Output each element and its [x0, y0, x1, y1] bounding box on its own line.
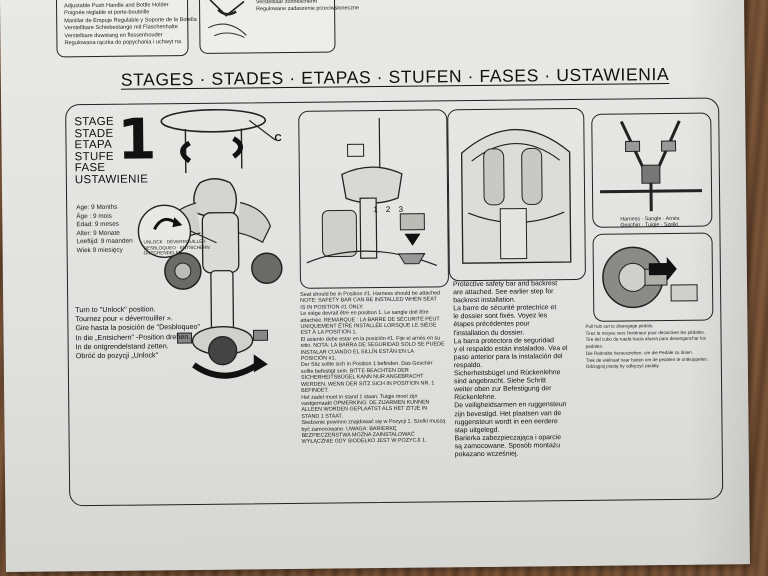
safety-bar-illustration — [460, 128, 572, 264]
age-list: Age: 9 Months Âge : 9 mois Edad: 9 meses… — [76, 203, 133, 255]
unlock-instructions: Turn to "Unlock" position. Tournez pour … — [75, 304, 201, 361]
unlock-callout: UNLOCK · DÉVERROUILLER DESBLOQUEO · ENTS… — [143, 238, 210, 256]
seat-post-illustration — [306, 118, 438, 266]
unlock-detail-circle — [137, 204, 217, 258]
canopy-text: Verstelbaar zonnescherm Regulowane zadas… — [256, 0, 359, 13]
callout-letter: C — [274, 133, 282, 145]
instruction-sheet: Adjustable Push Handle and Bottle Holder… — [0, 0, 750, 572]
harness-illustration — [600, 120, 703, 212]
safety-bar-instructions: Protective safety bar and backrest are a… — [452, 280, 568, 459]
push-handle-text: Adjustable Push Handle and Bottle Holder… — [64, 2, 197, 47]
pedal-hub-instructions: Pull hub out to disengage pedals. Tirez … — [585, 323, 708, 370]
pedal-hub-illustration — [602, 246, 698, 309]
tricycle-illustration — [160, 108, 283, 379]
canopy-illustration — [208, 0, 247, 38]
harness-label: Harness · Sangle · Arnés Geschirr · Tuig… — [620, 215, 680, 229]
seat-position-numbers: 1 2 3 — [373, 204, 407, 215]
stages-heading: STAGES · STADES · ETAPAS · STUFEN · FASE… — [120, 63, 670, 90]
seat-position-instructions: Seat should be in Position #1. Harness s… — [300, 290, 446, 446]
